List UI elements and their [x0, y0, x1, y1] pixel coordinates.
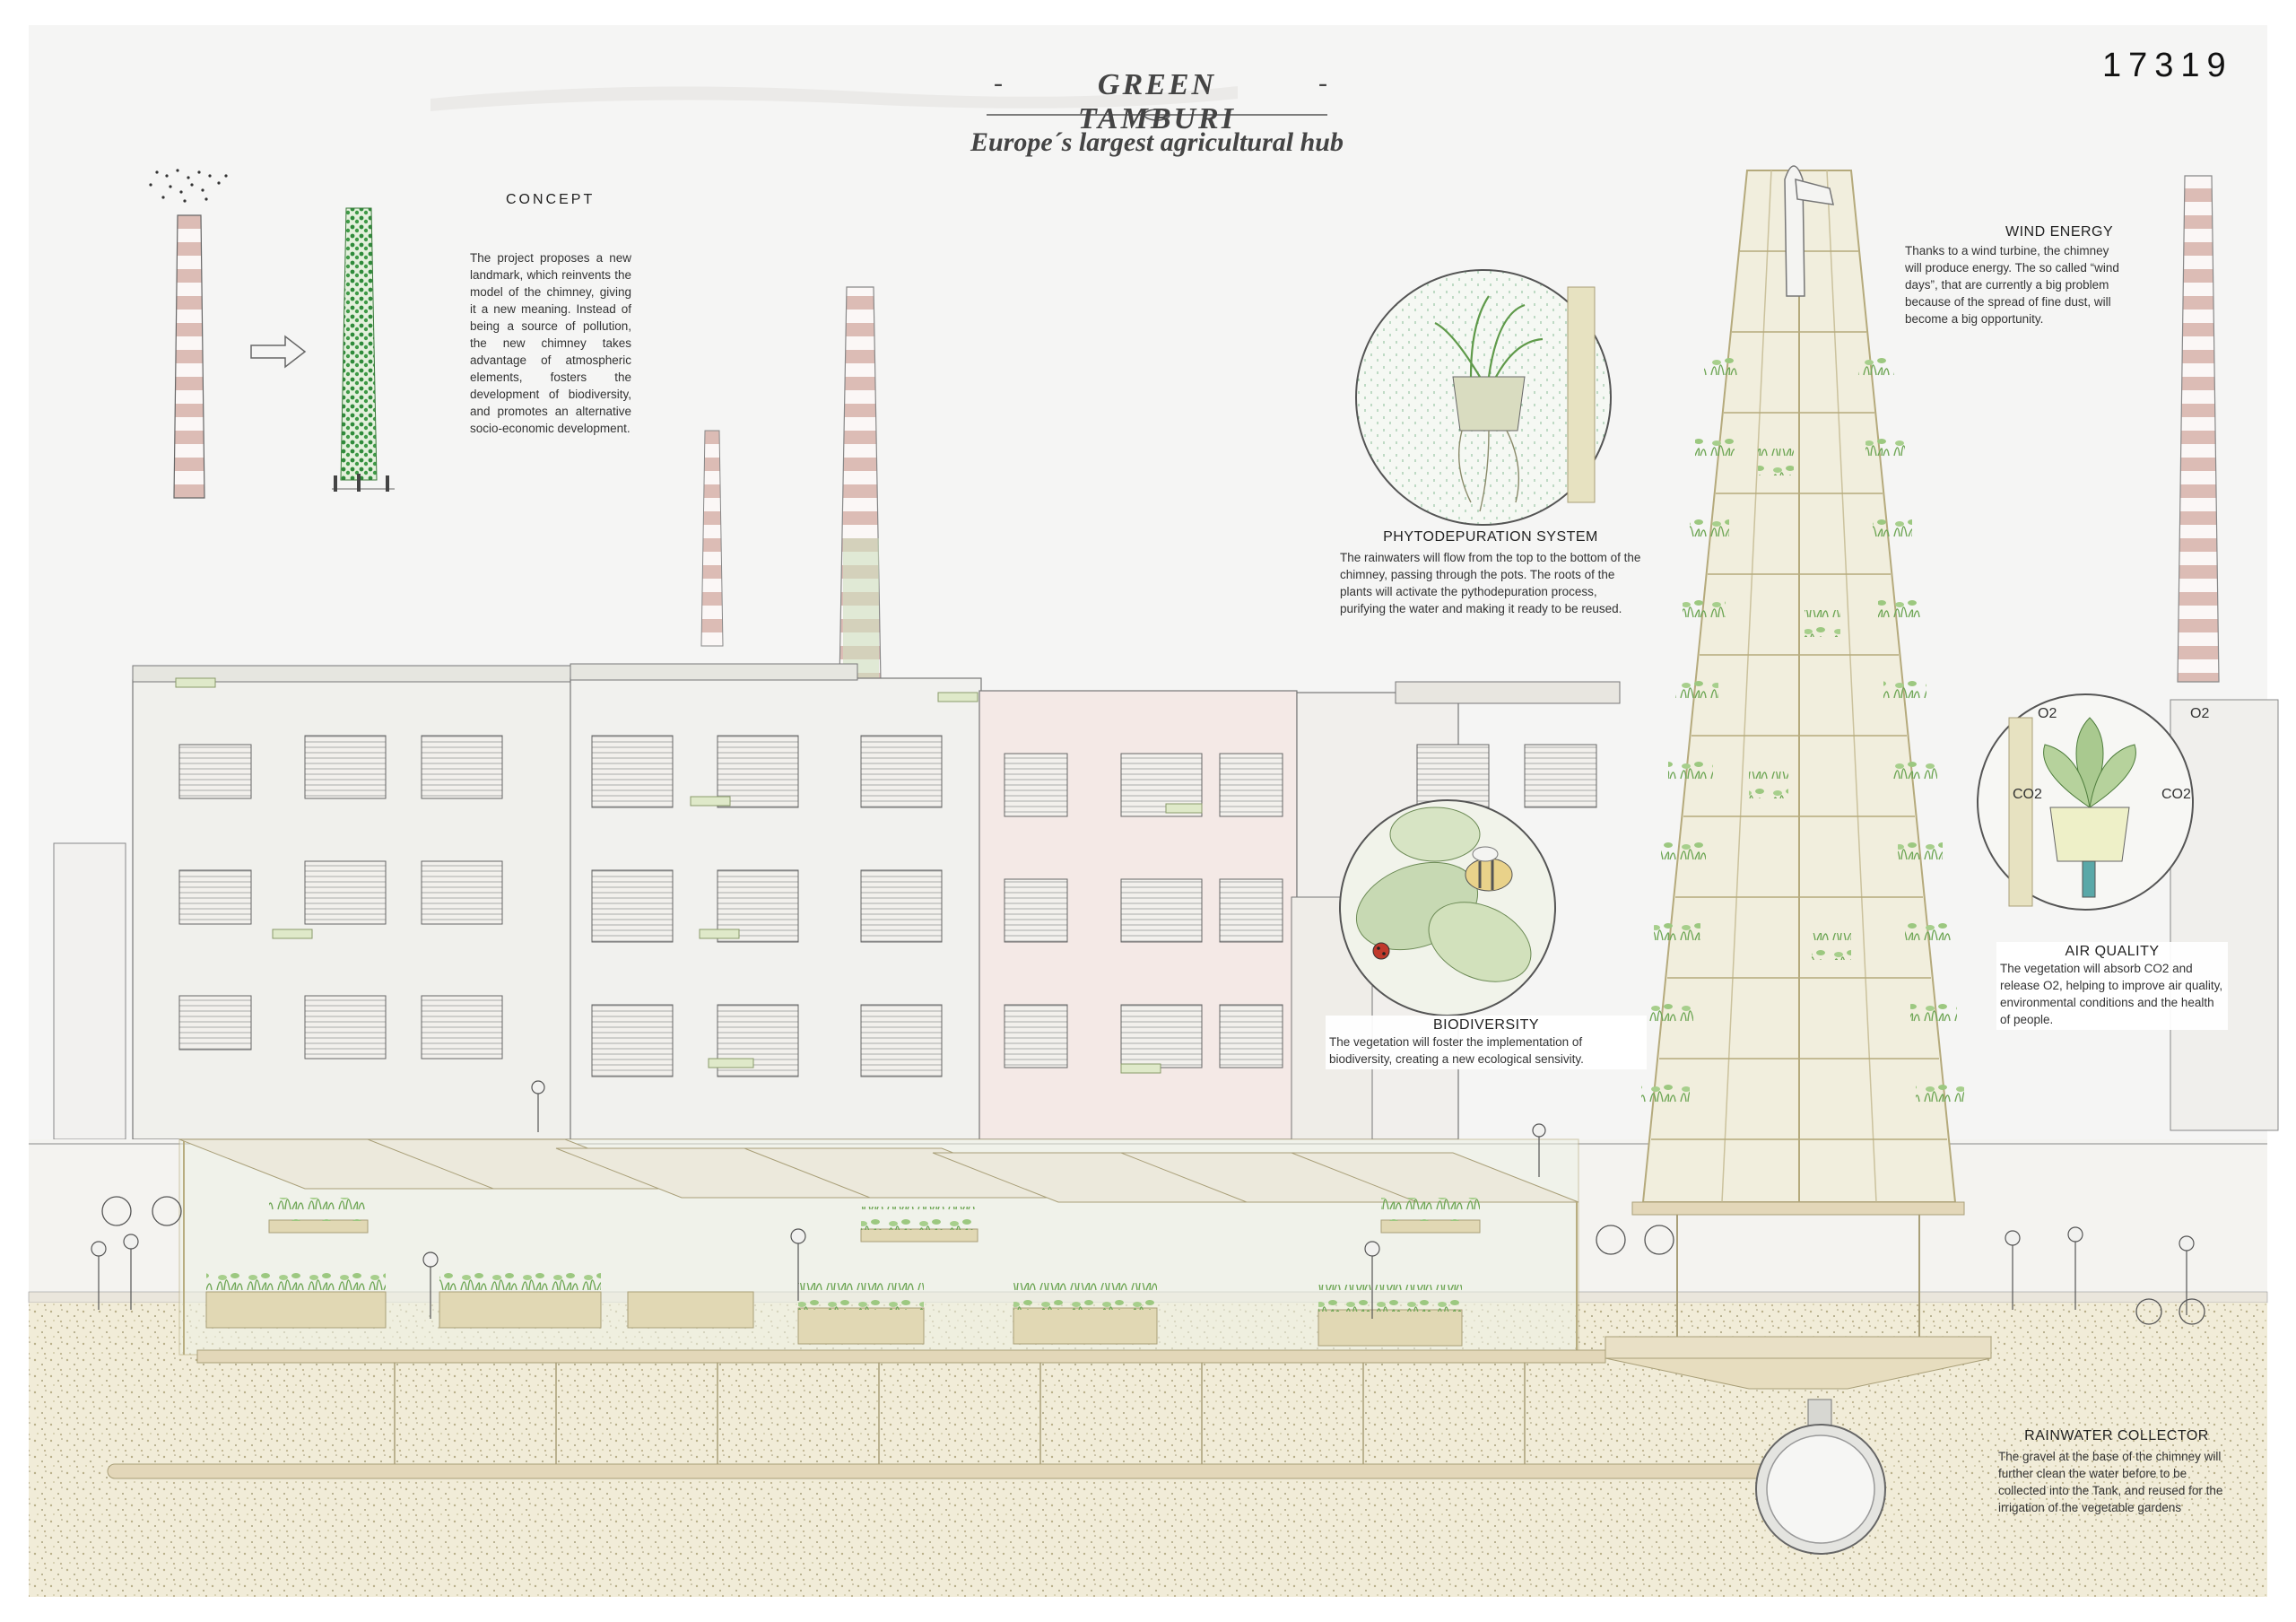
tower-base [1605, 1201, 1992, 1390]
wind-energy-heading: WIND ENERGY [2005, 224, 2114, 240]
o2-label-right: O2 [2190, 706, 2210, 721]
concept-text: The project proposes a new landmark, whi… [470, 251, 631, 435]
title-dash-left: - [994, 68, 1003, 98]
tank-icon [1755, 1399, 1886, 1555]
co2-label-right: CO2 [2161, 787, 2191, 802]
biodiversity-detail-circle [1339, 799, 1556, 1016]
deck [196, 1349, 1606, 1364]
plant-pot-icon [1434, 295, 1544, 512]
cloud [430, 86, 1238, 111]
green-chimney-sketch [332, 207, 395, 492]
biodiversity-box: BIODIVERSITY The vegetation will foster … [1326, 1016, 1647, 1069]
foundation-posts [394, 1363, 1526, 1471]
green-chimney-tower [1641, 170, 1957, 1203]
water-pipe [107, 1463, 1804, 1479]
tower-vegetation [1641, 350, 1964, 1103]
rainwater-heading: RAINWATER COLLECTOR [2024, 1428, 2209, 1443]
biodiversity-text: The vegetation will foster the implement… [1329, 1035, 1584, 1066]
air-quality-text: The vegetation will absorb CO2 and relea… [2000, 962, 2223, 1026]
phytodepuration-heading: PHYTODEPURATION SYSTEM [1383, 529, 1598, 545]
air-quality-box: AIR QUALITY The vegetation will absorb C… [1996, 942, 2228, 1030]
arrow-icon [250, 335, 307, 369]
title-ornament [987, 109, 1327, 121]
phytodepuration-detail-circle [1355, 269, 1612, 526]
phytodepuration-text: The rainwaters will flow from the top to… [1340, 551, 1641, 615]
biodiversity-heading: BIODIVERSITY [1432, 1017, 1540, 1033]
bird-flock-icon [149, 169, 228, 203]
project-number: 17319 [2102, 47, 2233, 84]
title-dash-right: - [1318, 68, 1327, 98]
wind-energy-text: Thanks to a wind turbine, the chimney wi… [1905, 244, 2119, 326]
background-chimney [700, 430, 724, 647]
air-quality-detail-circle [1977, 693, 2194, 911]
page-title: GREEN TAMBURI [1078, 68, 1236, 135]
concept-heading: CONCEPT [506, 192, 596, 207]
window-planters [175, 677, 1203, 1074]
old-chimney-sketch [173, 214, 205, 499]
rainwater-text: The gravel at the base of the chimney wi… [1998, 1450, 2223, 1514]
vegetable-planters [205, 1198, 1481, 1347]
page-subtitle: Europe´s largest agricultural hub [970, 127, 1344, 157]
people [91, 1080, 2195, 1319]
bee-icon [1465, 846, 1513, 892]
bicycles [101, 1196, 2205, 1325]
background-chimney [2177, 175, 2220, 683]
ladybug-icon [1372, 942, 1390, 960]
wind-turbine-icon [1784, 165, 1834, 297]
co2-label-left: CO2 [2013, 787, 2042, 802]
air-quality-heading: AIR QUALITY [2065, 944, 2160, 959]
o2-label-left: O2 [2038, 706, 2057, 721]
